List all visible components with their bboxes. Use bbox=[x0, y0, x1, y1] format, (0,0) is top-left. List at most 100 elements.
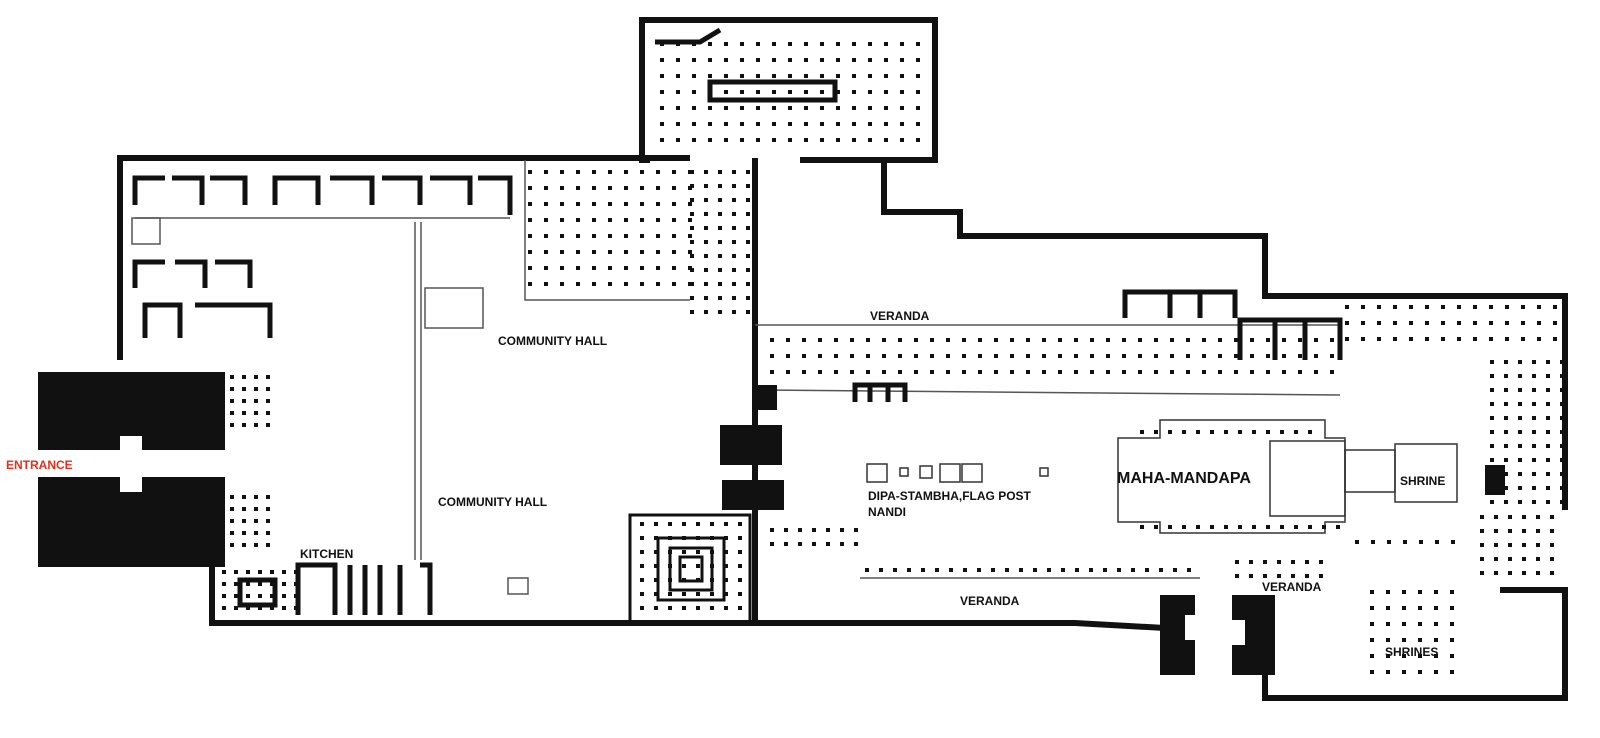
pillar bbox=[656, 170, 660, 174]
pillar bbox=[1277, 574, 1281, 578]
pillar bbox=[1522, 543, 1526, 547]
pillar bbox=[1266, 525, 1270, 529]
pillar bbox=[1371, 540, 1375, 544]
pillar bbox=[900, 90, 904, 94]
pillar bbox=[682, 606, 686, 610]
pillar bbox=[1546, 444, 1550, 448]
pillar bbox=[624, 234, 628, 238]
pillar bbox=[804, 122, 808, 126]
pillar bbox=[710, 578, 714, 582]
pillar bbox=[544, 170, 548, 174]
pillar bbox=[688, 234, 692, 238]
pillar bbox=[1058, 338, 1062, 342]
pillar bbox=[1234, 338, 1238, 342]
pillar bbox=[914, 370, 918, 374]
pillar bbox=[676, 58, 680, 62]
pillar bbox=[868, 58, 872, 62]
pillar bbox=[230, 507, 234, 511]
pillar bbox=[704, 184, 708, 188]
pillar bbox=[900, 106, 904, 110]
pillar bbox=[1508, 543, 1512, 547]
pillar bbox=[991, 568, 995, 572]
pillar bbox=[672, 202, 676, 206]
pillar bbox=[1537, 337, 1541, 341]
pillar bbox=[1298, 354, 1302, 358]
pillar bbox=[1480, 515, 1484, 519]
pillar bbox=[852, 58, 856, 62]
pillar bbox=[1536, 529, 1540, 533]
pillar bbox=[544, 250, 548, 254]
pillar bbox=[732, 268, 736, 272]
pillar bbox=[1370, 606, 1374, 610]
pillar bbox=[576, 170, 580, 174]
pillar bbox=[528, 170, 532, 174]
pillar bbox=[696, 536, 700, 540]
pillar bbox=[746, 198, 750, 202]
pillar bbox=[836, 90, 840, 94]
pillar bbox=[624, 282, 628, 286]
pillar bbox=[258, 582, 262, 586]
pillar bbox=[1490, 374, 1494, 378]
pillar bbox=[756, 138, 760, 142]
pillar bbox=[770, 528, 774, 532]
pillar bbox=[242, 387, 246, 391]
pillar bbox=[834, 338, 838, 342]
pillar bbox=[1154, 370, 1158, 374]
pillar bbox=[1490, 444, 1494, 448]
pillar bbox=[854, 542, 858, 546]
pillar bbox=[1140, 525, 1144, 529]
pillar bbox=[1550, 515, 1554, 519]
pillar bbox=[1266, 370, 1270, 374]
pillar bbox=[1282, 338, 1286, 342]
pillar bbox=[804, 106, 808, 110]
pillar bbox=[1553, 337, 1557, 341]
pillar bbox=[668, 564, 672, 568]
pillar bbox=[234, 570, 238, 574]
east-boundary-wall bbox=[881, 160, 1568, 510]
pillar bbox=[1117, 568, 1121, 572]
pillar bbox=[1033, 568, 1037, 572]
pillar bbox=[660, 90, 664, 94]
pillar bbox=[1370, 654, 1374, 658]
pillar bbox=[1263, 560, 1267, 564]
pillar bbox=[1202, 354, 1206, 358]
pillar bbox=[1490, 360, 1494, 364]
pillar bbox=[770, 542, 774, 546]
pillar bbox=[1505, 321, 1509, 325]
pillar bbox=[692, 74, 696, 78]
pillar bbox=[592, 186, 596, 190]
pillar bbox=[1537, 305, 1541, 309]
pillar bbox=[1450, 622, 1454, 626]
pillar bbox=[724, 592, 728, 596]
pillar bbox=[222, 594, 226, 598]
pillar bbox=[882, 338, 886, 342]
pillar bbox=[1441, 337, 1445, 341]
pillar bbox=[640, 578, 644, 582]
pillar bbox=[1170, 354, 1174, 358]
pillar bbox=[826, 542, 830, 546]
pillar bbox=[1145, 568, 1149, 572]
pillar bbox=[1504, 472, 1508, 476]
pillar bbox=[1518, 416, 1522, 420]
pillar bbox=[718, 268, 722, 272]
pillar bbox=[884, 58, 888, 62]
pillar bbox=[772, 90, 776, 94]
pillar bbox=[804, 42, 808, 46]
pillar bbox=[560, 234, 564, 238]
pillar bbox=[820, 58, 824, 62]
pillar bbox=[930, 370, 934, 374]
pillar bbox=[738, 592, 742, 596]
pillar bbox=[836, 122, 840, 126]
pillar bbox=[690, 310, 694, 314]
pillar bbox=[1386, 590, 1390, 594]
pillar bbox=[1250, 354, 1254, 358]
pillar bbox=[608, 234, 612, 238]
pillar bbox=[294, 606, 298, 610]
pillar bbox=[718, 226, 722, 230]
pillar bbox=[1434, 622, 1438, 626]
pillar bbox=[900, 74, 904, 78]
pillar bbox=[1355, 540, 1359, 544]
pillar bbox=[704, 212, 708, 216]
pillar bbox=[1546, 500, 1550, 504]
pillar bbox=[1138, 338, 1142, 342]
